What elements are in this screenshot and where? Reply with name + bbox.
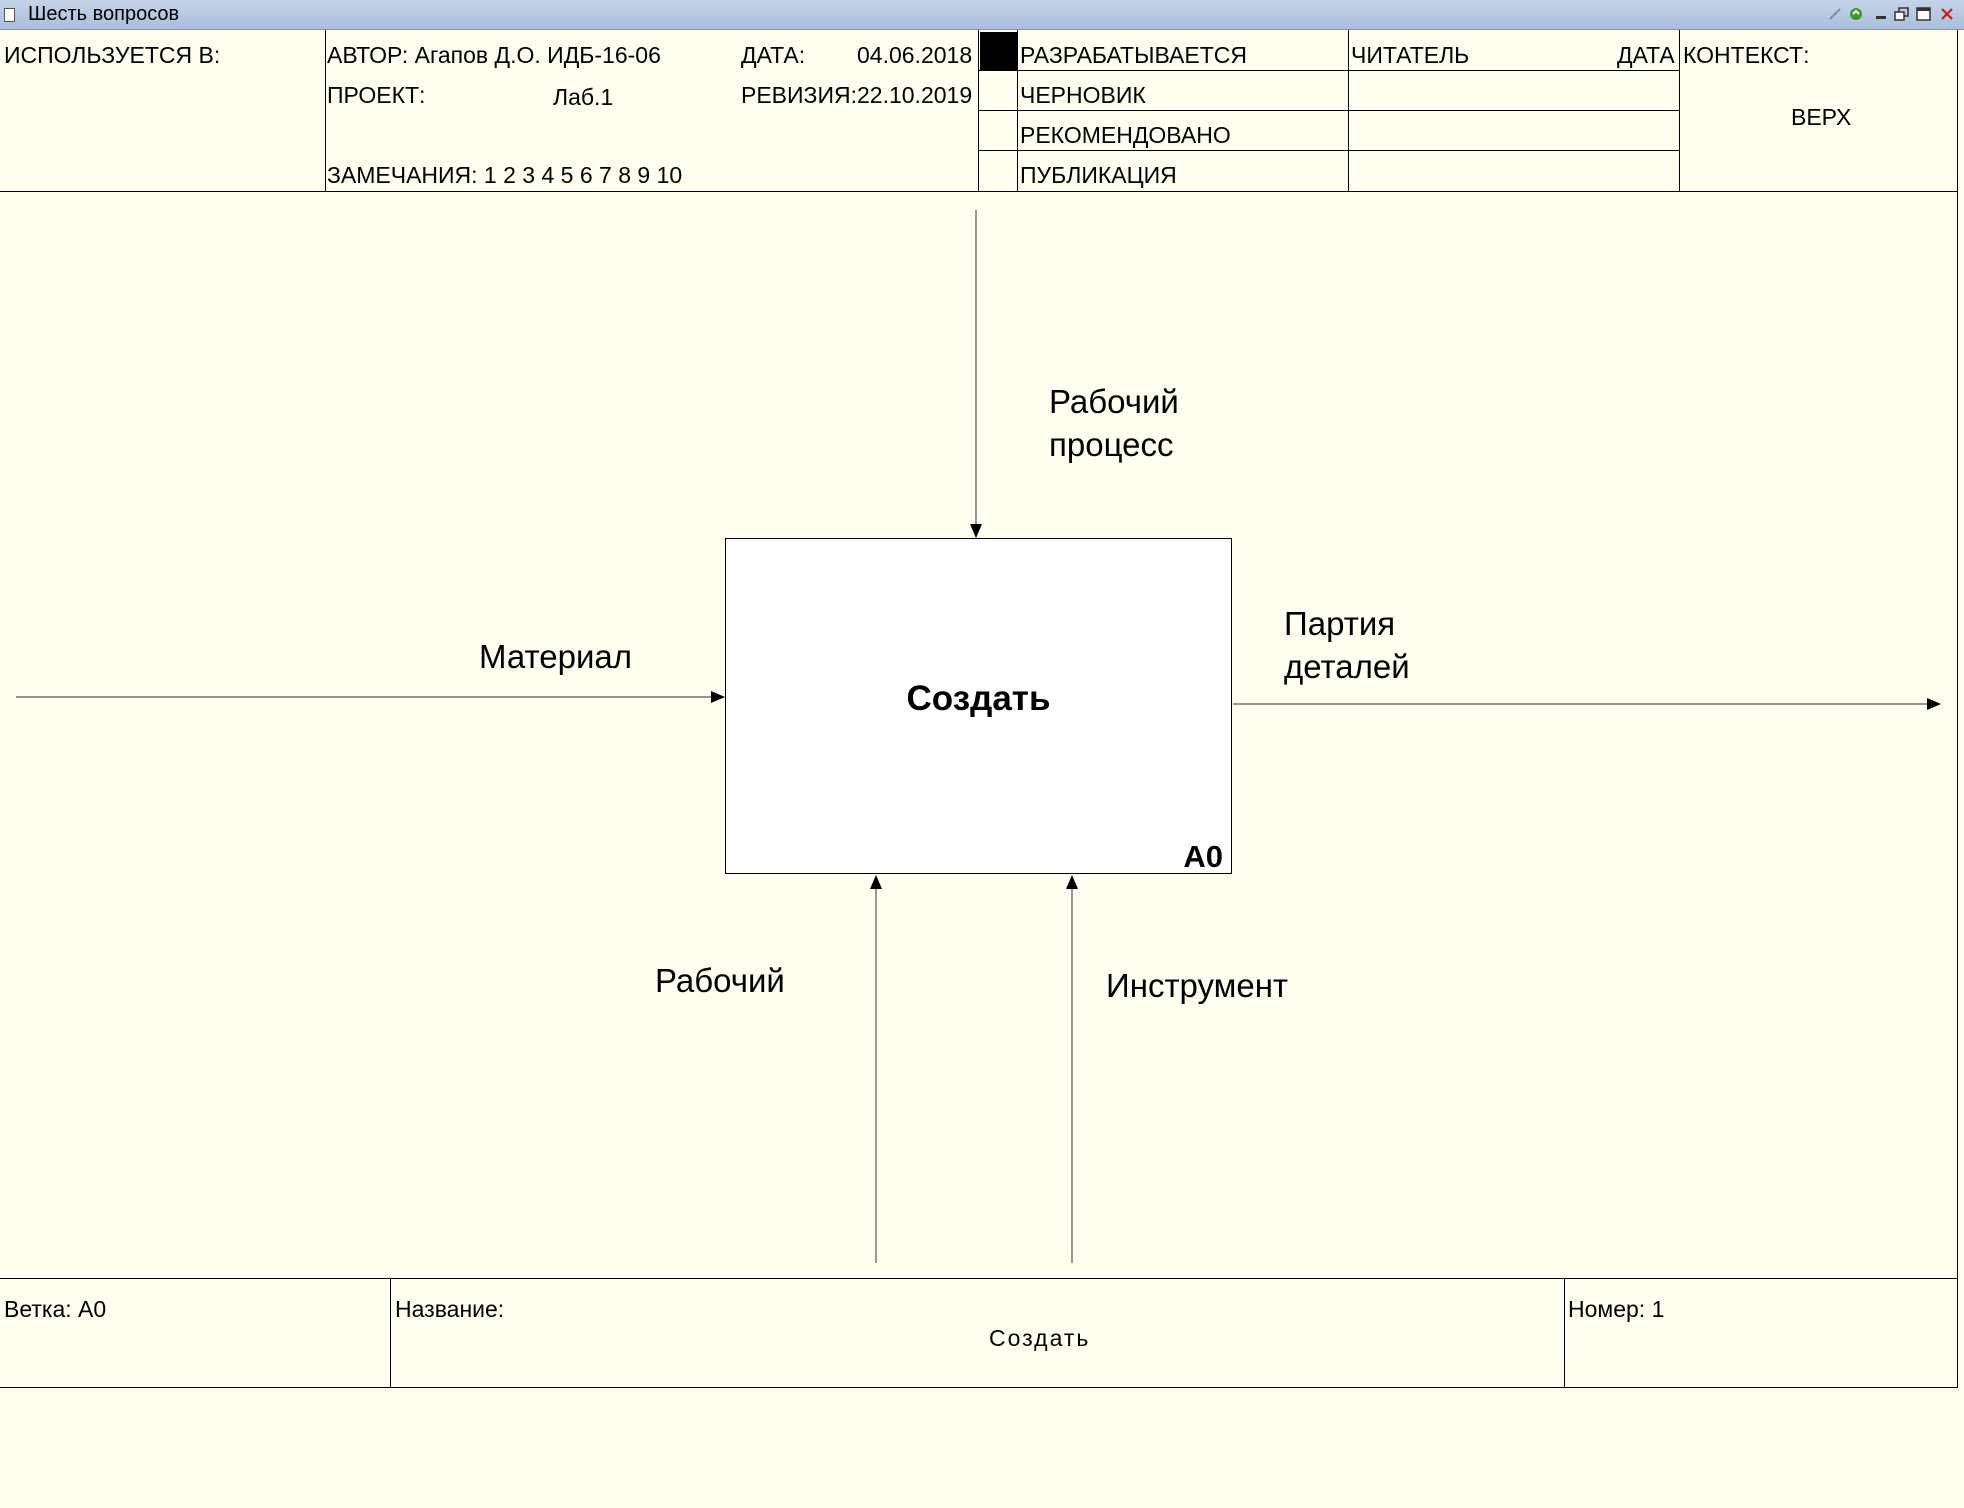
status-recommended: РЕКОМЕНДОВАНО	[1020, 122, 1231, 148]
refresh-icon[interactable]	[1848, 7, 1864, 21]
status-working: РАЗРАБАТЫВАЕТСЯ	[1020, 42, 1247, 68]
status-marker	[980, 32, 1017, 70]
revision-label: РЕВИЗИЯ:	[741, 82, 857, 108]
header-bottom-border	[0, 191, 1958, 192]
control-label-line-1: Рабочий	[1049, 383, 1179, 420]
date-value: 04.06.2018	[857, 42, 973, 68]
header-divider	[325, 30, 326, 192]
document-icon	[4, 8, 15, 22]
close-icon[interactable]	[1940, 7, 1954, 21]
revision-value: 22.10.2019	[857, 82, 973, 108]
status-row-line	[979, 110, 1679, 111]
footer-divider	[1564, 1279, 1565, 1387]
status-row-line	[979, 70, 1679, 71]
date-label: ДАТА:	[741, 42, 806, 68]
activity-number: A0	[1183, 839, 1223, 874]
output-label-line-1: Партия	[1284, 605, 1396, 642]
restore-icon[interactable]	[1894, 7, 1910, 21]
mechanism-worker-label[interactable]: Рабочий	[655, 962, 785, 999]
status-publication: ПУБЛИКАЦИЯ	[1020, 162, 1177, 188]
notes-field: ЗАМЕЧАНИЯ: 1 2 3 4 5 6 7 8 9 10	[327, 162, 683, 188]
status-draft: ЧЕРНОВИК	[1020, 82, 1146, 108]
window-title-bar: Шесть вопросов	[0, 0, 1964, 30]
window-title: Шесть вопросов	[28, 3, 180, 25]
footer-top-border	[0, 1278, 1958, 1279]
reader-date-label: ДАТА	[1617, 42, 1675, 68]
header-divider	[1017, 30, 1018, 192]
author-field: АВТОР: Агапов Д.О. ИДБ-16-06	[327, 42, 661, 68]
title-label: Название:	[395, 1296, 505, 1322]
maximize-icon[interactable]	[1916, 7, 1932, 21]
minimize-icon[interactable]	[1874, 7, 1888, 21]
pin-icon[interactable]	[1828, 7, 1842, 21]
activity-name: Создать	[906, 679, 1051, 718]
status-row-line	[979, 150, 1679, 151]
footer-bottom-border	[0, 1387, 1958, 1388]
header-divider	[1348, 30, 1349, 192]
header-divider	[978, 30, 979, 192]
reader-label: ЧИТАТЕЛЬ	[1351, 42, 1470, 68]
frame-right-border	[1957, 30, 1958, 1388]
node-label: Ветка: A0	[4, 1296, 107, 1322]
context-value: ВЕРХ	[1791, 104, 1852, 130]
project-label: ПРОЕКТ:	[327, 82, 426, 108]
footer-divider	[390, 1279, 391, 1387]
mechanism-tool-label[interactable]: Инструмент	[1106, 967, 1289, 1004]
title-value: Создать	[989, 1325, 1091, 1351]
number-label: Номер: 1	[1568, 1296, 1665, 1322]
project-value: Лаб.1	[553, 84, 614, 110]
input-arrow-label[interactable]: Материал	[479, 638, 632, 675]
used-in-label: ИСПОЛЬЗУЕТСЯ В:	[4, 42, 221, 68]
header-divider	[1679, 30, 1680, 192]
activity-box[interactable]: Создать A0	[725, 538, 1232, 874]
output-arrow-label[interactable]: Партия деталей	[1284, 602, 1410, 688]
control-label-line-2: процесс	[1049, 426, 1174, 463]
output-label-line-2: деталей	[1284, 648, 1410, 685]
context-label: КОНТЕКСТ:	[1683, 42, 1810, 68]
control-arrow-label[interactable]: Рабочий процесс	[1049, 380, 1179, 466]
